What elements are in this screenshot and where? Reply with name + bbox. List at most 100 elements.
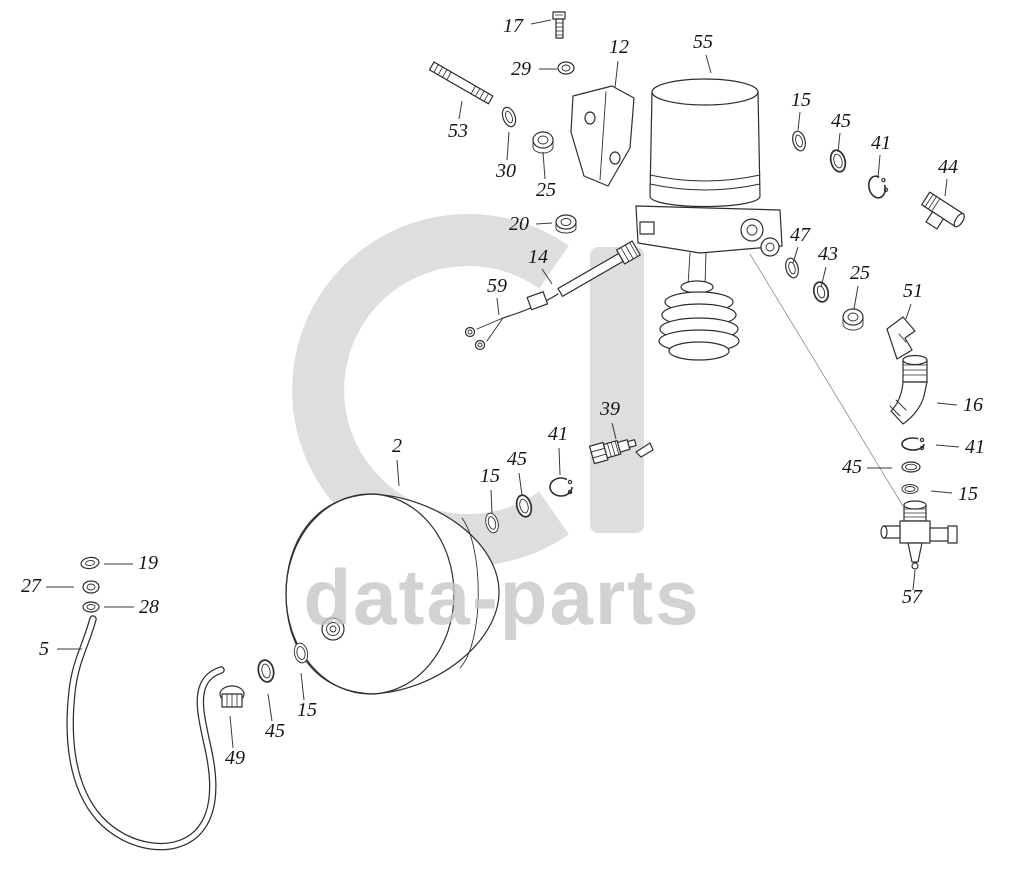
nut-29	[557, 61, 575, 75]
leader-line-49-32	[229, 715, 234, 749]
part-label-57-22: 57	[902, 586, 923, 608]
part-label-30-5: 30	[495, 160, 516, 182]
part-label-51-17: 51	[903, 280, 923, 302]
part-label-12-2: 12	[609, 36, 629, 58]
air-reservoir-2	[285, 493, 500, 695]
part-label-5-31: 5	[39, 638, 49, 660]
part-label-15-26: 15	[480, 465, 500, 487]
leader-line-59-13	[496, 297, 500, 316]
leader-line-47-14	[792, 246, 799, 264]
leader-line-16-18	[936, 402, 958, 406]
drain-fitting-39	[588, 439, 654, 465]
leader-line-2-27	[396, 459, 400, 487]
leader-line-39-23	[611, 422, 617, 440]
part-label-25-16: 25	[850, 262, 870, 284]
part-label-2-27: 2	[392, 435, 402, 457]
part-label-27-29: 27	[21, 575, 42, 597]
ring-45-mid	[515, 494, 533, 518]
leader-line-55-3	[705, 54, 712, 74]
leader-line-15-34	[300, 672, 305, 701]
part-label-45-25: 45	[507, 448, 527, 470]
washer-28	[82, 601, 100, 613]
stud-53	[428, 61, 494, 105]
ring-15-right	[901, 484, 919, 494]
washer-47	[785, 257, 799, 279]
assembly-construction-line	[749, 253, 904, 507]
part-label-45-20: 45	[842, 456, 862, 478]
leader-line-25-16	[853, 285, 859, 310]
part-label-29-1: 29	[511, 58, 531, 80]
hose-5	[66, 615, 225, 851]
nut-25-right	[842, 308, 864, 331]
washer-15-top	[792, 130, 806, 152]
part-label-39-23: 39	[599, 398, 620, 420]
part-label-19-28: 19	[138, 552, 158, 574]
leader-line-45-8	[837, 132, 841, 153]
watermark-text: data-parts	[303, 553, 700, 641]
leader-line-17-0	[530, 19, 552, 25]
leader-line-43-15	[820, 266, 827, 288]
leader-line-41-9	[877, 154, 881, 179]
part-label-55-3: 55	[693, 31, 713, 53]
part-label-15-7: 15	[791, 89, 811, 111]
part-label-41-19: 41	[965, 436, 985, 458]
part-label-28-30: 28	[139, 596, 159, 618]
part-label-45-8: 45	[831, 110, 851, 132]
ring-45-top	[829, 149, 847, 173]
leader-line-44-10	[944, 178, 948, 197]
ring-45-bottom	[257, 659, 275, 683]
leader-line-14-12	[541, 268, 553, 285]
elbow-fitting-51	[886, 316, 916, 360]
part-label-53-4: 53	[448, 120, 468, 142]
leader-line-57-22	[912, 569, 916, 591]
fitting-44	[921, 191, 965, 230]
part-label-14-12: 14	[528, 246, 548, 268]
bolt-17	[552, 11, 566, 39]
leader-line-20-11	[535, 222, 553, 225]
part-label-45-33: 45	[265, 720, 285, 742]
part-label-17-0: 17	[503, 15, 524, 37]
leader-line-41-19	[935, 444, 960, 448]
part-label-47-14: 47	[790, 224, 811, 246]
ring-15-bottom	[293, 642, 309, 664]
ring-15-mid	[485, 512, 499, 534]
leader-line-25-6	[542, 151, 546, 180]
part-label-25-6: 25	[536, 179, 556, 201]
leader-line-51-17	[905, 303, 912, 320]
ring-45-right	[901, 461, 921, 473]
washer-30	[501, 106, 517, 128]
mounting-bracket-12	[570, 85, 635, 187]
plug-49	[219, 685, 245, 708]
circlip-41-top	[867, 175, 889, 199]
circlip-41-right	[901, 437, 925, 451]
leader-line-45-25	[518, 472, 523, 496]
leader-line-45-33	[267, 693, 273, 722]
part-label-44-10: 44	[938, 156, 958, 178]
leader-line-15-21	[930, 490, 953, 494]
leader-line-15-7	[797, 111, 801, 131]
part-label-41-24: 41	[548, 423, 568, 445]
part-label-59-13: 59	[487, 275, 507, 297]
nut-20	[555, 214, 577, 234]
part-label-20-11: 20	[509, 213, 529, 235]
part-label-49-32: 49	[225, 747, 245, 769]
part-label-15-34: 15	[297, 699, 317, 721]
wire-terminals-59	[464, 317, 504, 351]
circlip-41-mid	[549, 477, 573, 497]
leader-line-41-24	[558, 447, 561, 476]
part-label-16-18: 16	[963, 394, 983, 416]
sensor-14	[502, 240, 641, 319]
leader-line-12-2	[614, 60, 619, 89]
leader-line-15-26	[490, 489, 493, 514]
part-label-43-15: 43	[818, 243, 838, 265]
washer-43	[812, 281, 830, 303]
leader-line-30-5	[506, 131, 510, 161]
leader-line-53-4	[458, 100, 463, 120]
air-dryer-55	[635, 78, 783, 361]
part-label-15-21: 15	[958, 483, 978, 505]
nut-25-top	[532, 131, 554, 154]
nut-27	[82, 580, 100, 594]
